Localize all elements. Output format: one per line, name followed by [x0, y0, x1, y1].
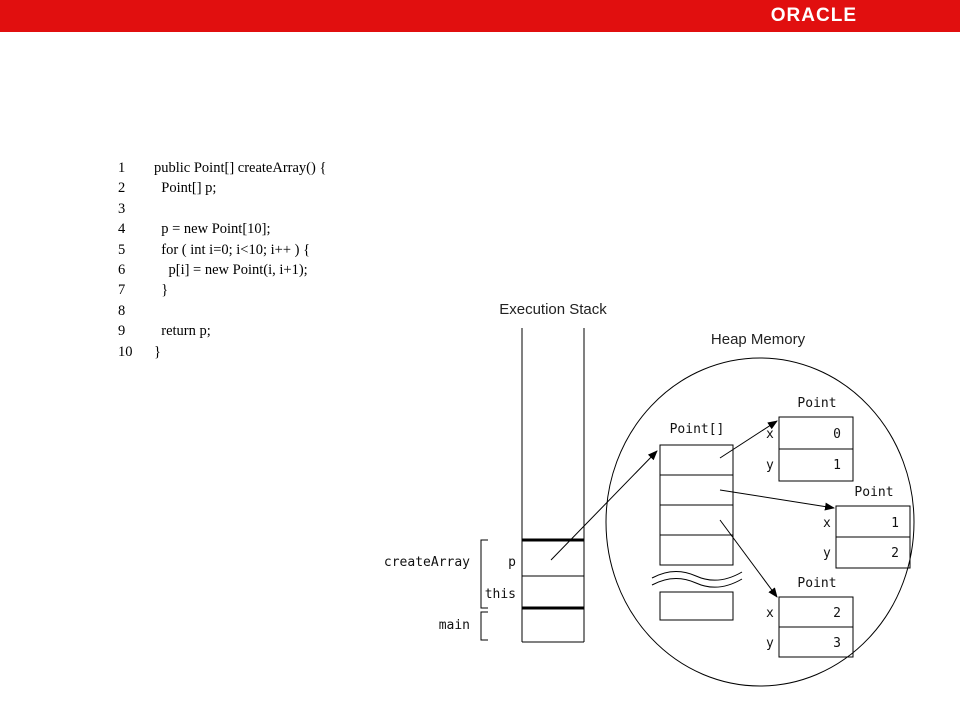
array-last-cell [659, 591, 734, 621]
reference-arrow-cell0 [719, 420, 778, 459]
code-line: 6 p[i] = new Point(i, i+1); [118, 260, 326, 280]
code-line: 9 return p; [118, 321, 326, 341]
point-object: Point x y 1 2 [823, 485, 911, 569]
point-value-x: 2 [833, 606, 841, 621]
code-text: public Point[] createArray() { [154, 160, 327, 176]
stack-var-p: p [508, 555, 516, 570]
code-text: Point[] p; [154, 180, 217, 197]
point-type-label: Point [854, 485, 893, 500]
code-text: } [154, 282, 169, 299]
code-text: p[i] = new Point(i, i+1); [154, 261, 308, 278]
line-number: 2 [118, 180, 126, 197]
code-text: p = new Point[10]; [154, 221, 271, 238]
line-number: 3 [118, 200, 126, 217]
reference-arrow-p-to-array [550, 450, 658, 561]
point-object: Point x y 2 3 [766, 576, 854, 658]
line-number: 6 [118, 261, 126, 278]
reference-arrow-cell1 [719, 489, 835, 511]
line-number: 7 [118, 282, 126, 299]
code-text: } [154, 343, 161, 360]
line-number: 5 [118, 241, 126, 258]
array-type-label: Point[] [670, 422, 725, 437]
heap-circle [605, 357, 915, 687]
line-number: 1 [118, 160, 126, 176]
code-text: return p; [154, 323, 211, 340]
code-line: 4 p = new Point[10]; [118, 219, 326, 239]
code-line: 3 [118, 199, 326, 219]
code-line: 5 for ( int i=0; i<10; i++ ) { [118, 240, 326, 260]
point-field-y: y [766, 458, 774, 473]
point-value-x: 1 [891, 516, 899, 531]
line-number: 10 [118, 343, 133, 360]
code-line: 10} [118, 342, 326, 362]
point-value-y: 1 [833, 458, 841, 473]
array-break-wave [651, 578, 743, 588]
point-value-y: 2 [891, 546, 899, 561]
stack-title: Execution Stack [499, 301, 607, 318]
code-line: 1 public Point[] createArray() { [118, 158, 326, 178]
point-field-x: x [766, 427, 774, 442]
point-object: Point x y 0 1 [766, 396, 854, 482]
point-type-label: Point [797, 576, 836, 591]
point-value-y: 3 [833, 636, 841, 651]
oracle-logo: ORACLE [770, 5, 857, 26]
code-listing: 1 public Point[] createArray() { 2 Point[]… [118, 158, 326, 362]
point-field-y: y [766, 636, 774, 651]
frame-label-createarray: createArray [384, 555, 470, 570]
point-type-label: Point [797, 396, 836, 411]
line-number: 9 [118, 323, 126, 340]
line-number: 4 [118, 221, 126, 238]
point-value-x: 0 [833, 427, 841, 442]
line-number: 8 [118, 302, 126, 319]
reference-arrow-cell2 [719, 519, 778, 598]
frame-bracket-createarray [480, 539, 488, 609]
frame-label-main: main [439, 618, 470, 633]
code-line: 7 } [118, 280, 326, 300]
frame-bracket-main [480, 611, 488, 641]
code-text: for ( int i=0; i<10; i++ ) { [154, 241, 311, 258]
point-field-x: x [766, 606, 774, 621]
heap-title: Heap Memory [711, 331, 806, 348]
array-break-wave [651, 571, 743, 581]
code-line: 2 Point[] p; [118, 178, 326, 198]
code-line: 8 [118, 301, 326, 321]
header-bar: ORACLE [0, 0, 960, 32]
point-field-x: x [823, 516, 831, 531]
point-field-y: y [823, 546, 831, 561]
stack-var-this: this [485, 587, 516, 602]
